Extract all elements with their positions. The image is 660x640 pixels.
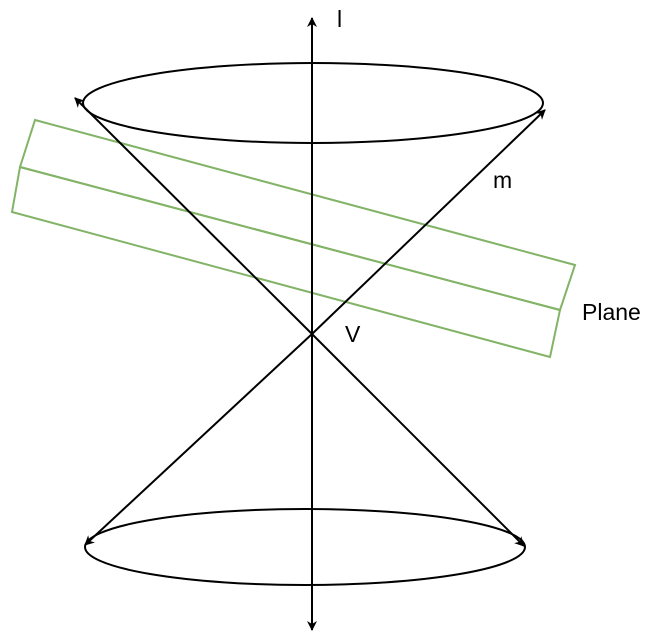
- vertex-label-v: V: [345, 321, 361, 347]
- generator-label-m: m: [493, 167, 512, 193]
- plane-label: Plane: [582, 299, 641, 325]
- axis-label-l: l: [337, 6, 342, 32]
- plane-upper-strip: [18, 118, 577, 312]
- plane-lower-strip: [10, 165, 562, 359]
- generator-lower-left: [84, 333, 313, 546]
- generator-lower-right: [311, 333, 525, 547]
- generator-upper-left: [74, 97, 313, 335]
- bottom-ellipse: [84, 508, 526, 586]
- generator-m-upper-right: [311, 109, 546, 335]
